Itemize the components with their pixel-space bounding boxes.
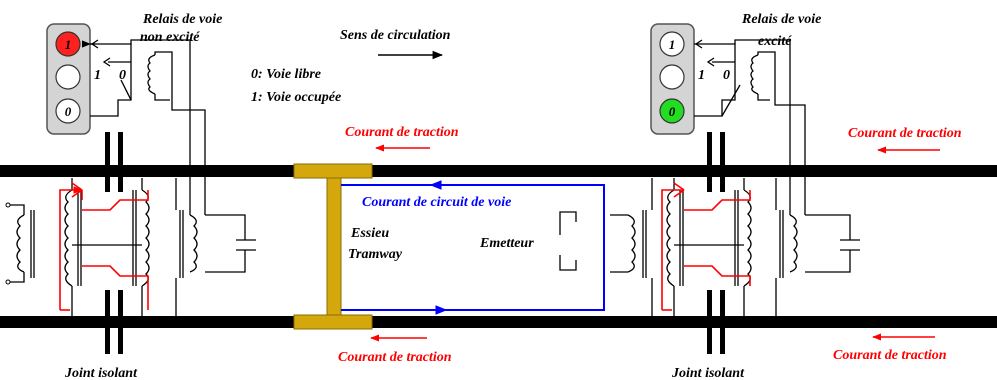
relay-right-label-line1: Relais de voie — [741, 12, 821, 27]
relay-left-label-line2: non excité — [140, 30, 200, 45]
axle-label-line1: Essieu — [350, 226, 389, 241]
legend-free: 0: Voie libre — [251, 67, 321, 82]
contact-label-1: 1 — [94, 68, 101, 83]
signal-right: 1 0 — [650, 23, 695, 135]
insulated-joint-right — [707, 132, 725, 354]
lamp-label-1: 1 — [669, 37, 676, 52]
traction-label-bottom-mid: Courant de traction — [338, 350, 452, 365]
contact-label-0: 0 — [723, 68, 730, 83]
lamp-label-0: 0 — [65, 104, 72, 119]
contact-label-1: 1 — [698, 68, 705, 83]
relay-left — [130, 39, 206, 215]
direction-label: Sens de circulation — [340, 28, 451, 43]
traction-current-right-paths — [661, 182, 751, 311]
legend-occupied: 1: Voie occupée — [251, 90, 341, 105]
joint-left-label: Joint isolant — [64, 366, 138, 380]
signal-left-contacts: 1 0 — [81, 39, 132, 117]
traction-label-bottom-right: Courant de traction — [833, 348, 947, 363]
traction-current-left-paths — [59, 182, 149, 311]
signal-lamp-middle — [659, 64, 685, 90]
rail-top — [0, 165, 997, 177]
relay-left-label-line1: Relais de voie — [142, 12, 222, 27]
signal-lamp-top — [659, 31, 685, 57]
signal-lamp-bottom — [659, 98, 685, 124]
signal-lamp-middle — [55, 64, 81, 90]
relay-right-label-line2: excité — [758, 34, 792, 49]
emitter-label: Emetteur — [479, 236, 534, 251]
contact-label-0: 0 — [119, 68, 126, 83]
axle-label-line2: Tramway — [348, 247, 403, 262]
traction-label-top-mid: Courant de traction — [345, 125, 459, 140]
insulated-joint-left — [105, 132, 123, 354]
track-circuit-loop — [341, 180, 605, 315]
impedance-bond-left — [5, 178, 256, 316]
relay-right — [734, 39, 806, 215]
rail-bottom — [0, 316, 997, 328]
lamp-label-0: 0 — [669, 104, 676, 119]
impedance-bond-right — [559, 178, 860, 316]
tram-axle — [293, 163, 373, 330]
joint-right-label: Joint isolant — [671, 366, 745, 380]
signal-lamp-bottom — [55, 98, 81, 124]
traction-label-top-right: Courant de traction — [848, 126, 962, 141]
lamp-label-1: 1 — [65, 37, 72, 52]
track-circuit-label: Courant de circuit de voie — [362, 195, 511, 210]
signal-right-contacts: 1 0 — [694, 39, 741, 117]
signal-lamp-top — [55, 31, 81, 57]
signal-left: 1 0 — [46, 23, 91, 135]
